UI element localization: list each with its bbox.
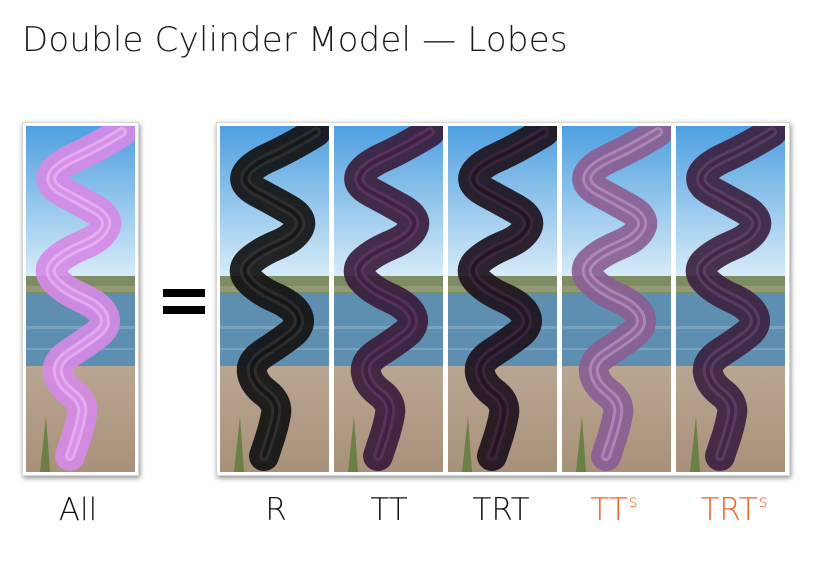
equals-sign [163,284,205,318]
label-r: R [265,492,287,528]
label-all: All [58,492,98,528]
panel-tts-image [562,126,671,472]
panel-all-image [26,126,135,472]
panel-trts-image [676,126,785,472]
label-tts: TTs [590,492,638,528]
panel-trt-image [448,126,557,472]
label-tt: TT [370,492,408,528]
lobes-image-frame [216,122,790,476]
panel-tt-image [334,126,443,472]
all-image-frame [22,122,139,476]
label-trt: TRT [472,492,530,528]
panel-r-image [220,126,329,472]
slide-title: Double Cylinder Model — Lobes [22,20,568,60]
label-trts: TRTs [700,492,768,528]
